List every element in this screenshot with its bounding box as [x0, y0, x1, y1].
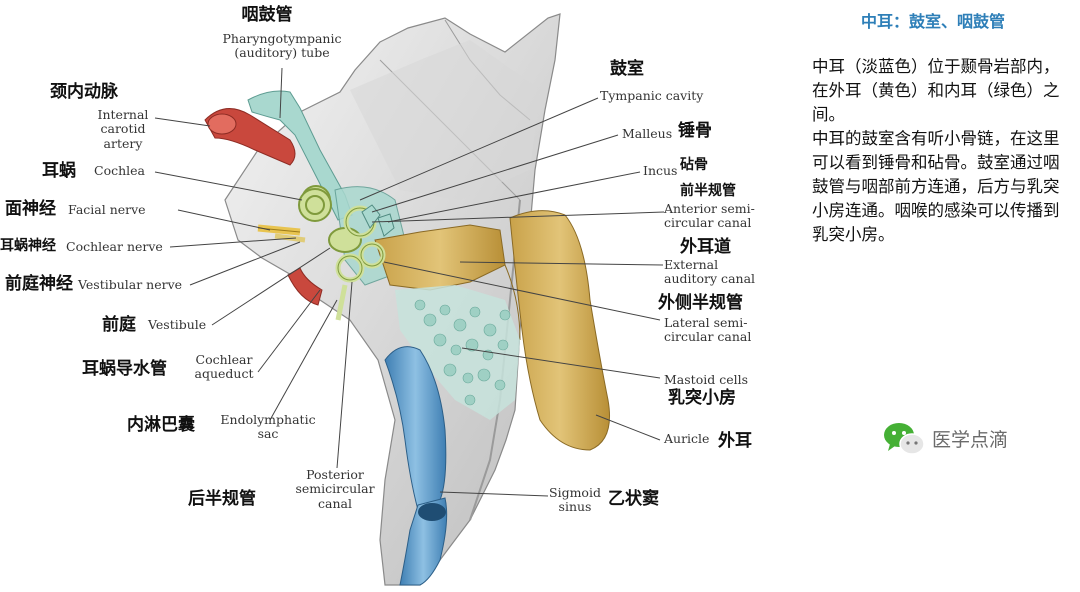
label-anterior-canal-cn: 前半规管 — [680, 183, 736, 199]
label-sigmoid-cn: 乙状窦 — [608, 489, 659, 509]
label-malleus-en: Malleus — [622, 126, 673, 141]
label-vestibular-nerve-cn: 前庭神经 — [5, 274, 73, 294]
label-cochlear-nerve-en: Cochlear nerve — [66, 239, 163, 254]
label-lateral-canal-cn: 外侧半规管 — [658, 293, 743, 313]
wechat-icon — [884, 423, 925, 455]
endolymphatic-sac — [335, 284, 348, 321]
label-facial-cn: 面神经 — [5, 199, 56, 219]
label-endolymphatic-cn: 内淋巴囊 — [127, 415, 195, 435]
label-endolymphatic-en: Endolymphatic sac — [220, 412, 316, 442]
label-sigmoid-en: Sigmoid sinus — [549, 485, 601, 515]
label-auricle-cn: 外耳 — [718, 431, 752, 451]
carotid-lumen — [207, 113, 237, 135]
label-cochlea-cn: 耳蜗 — [42, 161, 76, 181]
label-vestibule-cn: 前庭 — [102, 315, 136, 335]
bone-shading — [350, 40, 540, 200]
internal-carotid-artery-lower — [287, 267, 323, 306]
watermark: 医学点滴 — [882, 420, 1008, 456]
label-malleus-cn: 锤骨 — [678, 121, 712, 141]
label-external-canal-en: External auditory canal — [664, 257, 756, 287]
label-mastoid-en: Mastoid cells — [664, 372, 748, 387]
label-pharyngotympanic-en: Pharyngotympanic (auditory) tube — [222, 31, 342, 61]
sinus-lumen — [418, 503, 446, 521]
label-mastoid-cn: 乳突小房 — [668, 388, 736, 408]
auricle-fold — [504, 264, 521, 341]
panel-description: 中耳（淡蓝色）位于颞骨岩部内，在外耳（黄色）和内耳（绿色）之间。 中耳的鼓室含有… — [812, 55, 1074, 247]
label-cochlear-aqueduct-en: Cochlear aqueduct — [194, 352, 254, 382]
auricle — [509, 210, 610, 451]
incus — [377, 213, 395, 237]
label-facial-en: Facial nerve — [68, 202, 146, 217]
cochlea-turn — [305, 195, 325, 215]
label-carotid-en: Internal carotid artery — [97, 107, 149, 151]
sigmoid-sinus — [384, 346, 447, 511]
label-tympanic-cn: 鼓室 — [610, 59, 644, 79]
panel-paragraph: 中耳（淡蓝色）位于颞骨岩部内，在外耳（黄色）和内耳（绿色）之间。 — [812, 57, 1060, 124]
label-vestibular-nerve-en: Vestibular nerve — [78, 277, 183, 292]
vestibule — [328, 227, 362, 253]
lateral-canal-edge — [360, 243, 384, 267]
label-posterior-canal-cn: 后半规管 — [188, 489, 256, 509]
label-carotid-cn: 颈内动脉 — [50, 82, 118, 102]
label-auricle-en: Auricle — [664, 431, 710, 446]
label-cochlear-nerve-cn: 耳蜗神经 — [0, 238, 56, 254]
label-posterior-canal-en: Posterior semicircular canal — [295, 467, 375, 511]
label-incus-cn: 砧骨 — [680, 157, 708, 173]
label-lateral-canal-en: Lateral semi-circular canal — [664, 315, 752, 345]
leader-lines — [154, 67, 665, 497]
cochlea-outer — [298, 188, 332, 222]
label-cochlea-en: Cochlea — [94, 163, 145, 178]
label-tympanic-en: Tympanic cavity — [600, 88, 704, 103]
label-cochlear-aqueduct-cn: 耳蜗导水管 — [82, 359, 167, 379]
label-pharyngotympanic-cn: 咽鼓管 — [241, 5, 293, 25]
label-vestibule-en: Vestibule — [148, 317, 207, 332]
panel-paragraph: 中耳的鼓室含有听小骨链，在这里可以看到锤骨和砧骨。鼓室通过咽鼓管与咽部前方连通，… — [812, 129, 1060, 244]
posterior-canal-edge — [337, 255, 363, 281]
label-incus-en: Incus — [643, 163, 678, 178]
label-external-canal-cn: 外耳道 — [680, 237, 731, 257]
label-anterior-canal-en: Anterior semi-circular canal — [664, 201, 755, 231]
panel-title: 中耳：鼓室、咽鼓管 — [860, 12, 1005, 31]
watermark-text: 医学点滴 — [932, 428, 1009, 451]
